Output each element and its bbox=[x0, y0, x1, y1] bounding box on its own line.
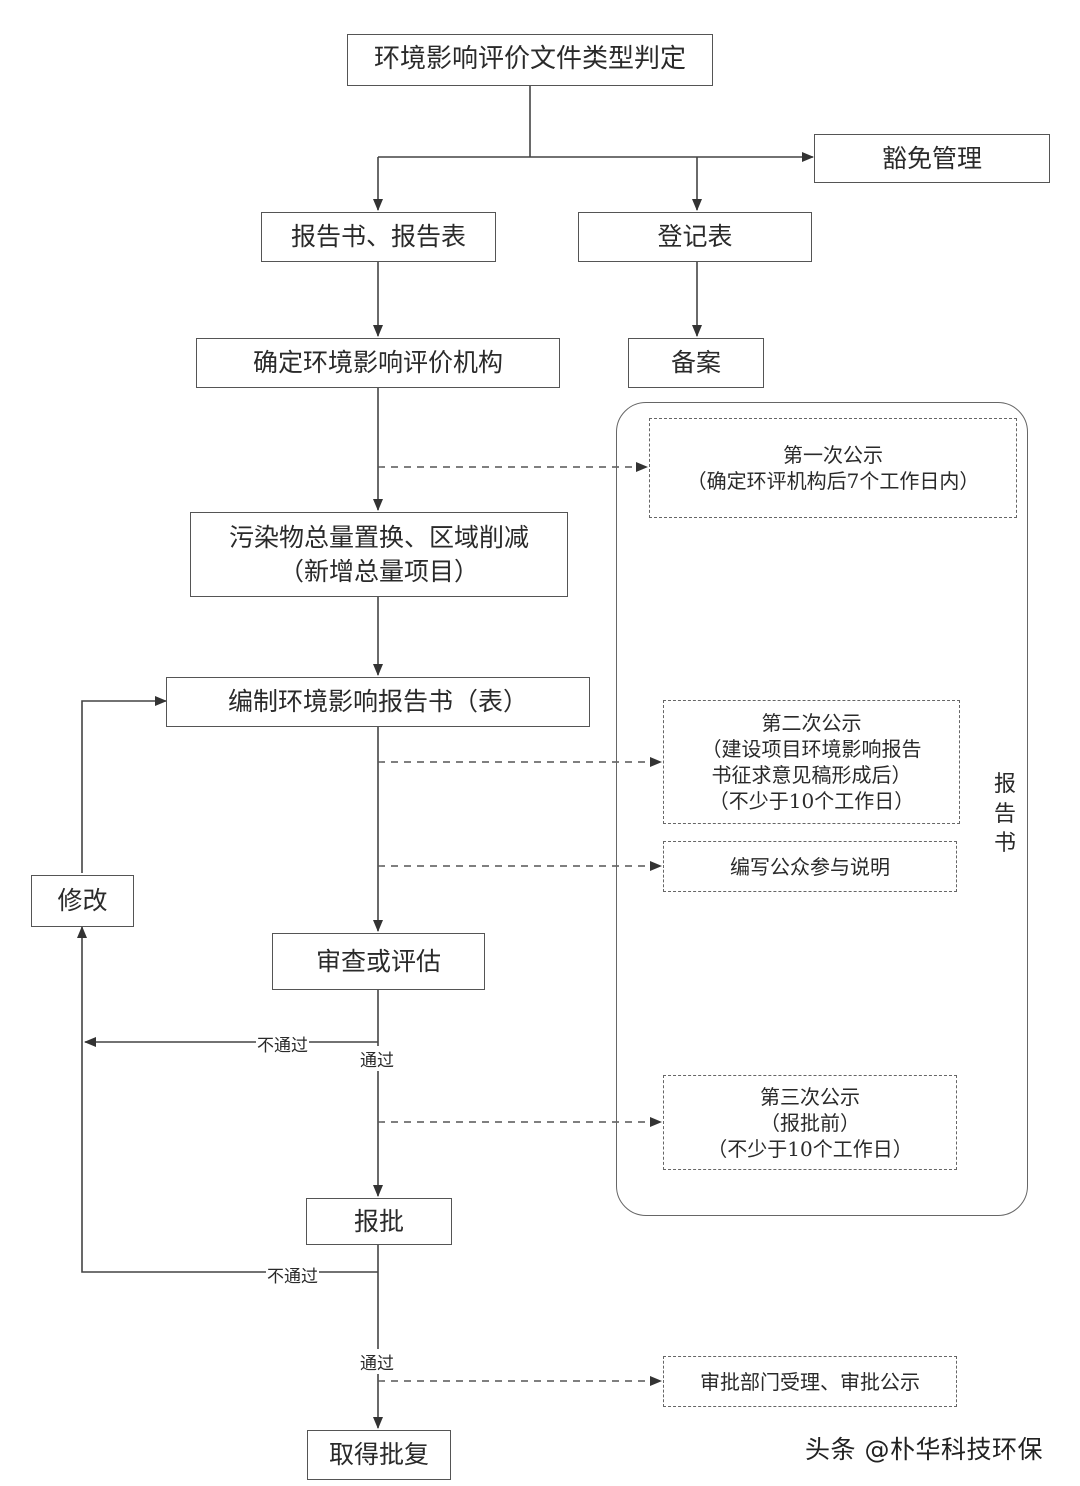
node-select-agency: 确定环境影响评价机构 bbox=[196, 338, 560, 388]
node-registration: 登记表 bbox=[578, 212, 812, 262]
edge-label-pass-review: 通过 bbox=[359, 1046, 395, 1071]
node-report: 报告书、报告表 bbox=[261, 212, 496, 262]
report-book-group bbox=[616, 402, 1028, 1216]
arrow-revise-to-compile bbox=[81, 696, 167, 873]
edge-label-pass-submit: 通过 bbox=[359, 1349, 395, 1374]
edge-label-fail-submit: 不通过 bbox=[266, 1262, 319, 1287]
node-pollutant: 污染物总量置换、区域削减 （新增总量项目） bbox=[190, 512, 568, 597]
node-exemption: 豁免管理 bbox=[814, 134, 1050, 183]
node-submit: 报批 bbox=[306, 1198, 452, 1245]
node-compile: 编制环境影响报告书（表） bbox=[166, 677, 590, 727]
node-filing: 备案 bbox=[628, 338, 764, 388]
watermark: 头条 @朴华科技环保 bbox=[805, 1435, 1043, 1464]
notice-second: 第二次公示 （建设项目环境影响报告 书征求意见稿形成后） （不少于10个工作日） bbox=[663, 700, 960, 824]
edge-label-fail-review: 不通过 bbox=[256, 1031, 309, 1056]
group-label-report-book: 报 告 书 bbox=[993, 772, 1016, 857]
notice-first: 第一次公示 （确定环评机构后7个工作日内） bbox=[649, 418, 1017, 518]
node-approval: 取得批复 bbox=[307, 1430, 451, 1480]
notice-accept-publicize: 审批部门受理、审批公示 bbox=[663, 1356, 957, 1407]
notice-participation: 编写公众参与说明 bbox=[663, 841, 957, 892]
notice-third: 第三次公示 （报批前） （不少于10个工作日） bbox=[663, 1075, 957, 1170]
node-review: 审查或评估 bbox=[272, 933, 485, 990]
node-type-decision: 环境影响评价文件类型判定 bbox=[347, 34, 713, 86]
node-revise: 修改 bbox=[31, 875, 134, 927]
